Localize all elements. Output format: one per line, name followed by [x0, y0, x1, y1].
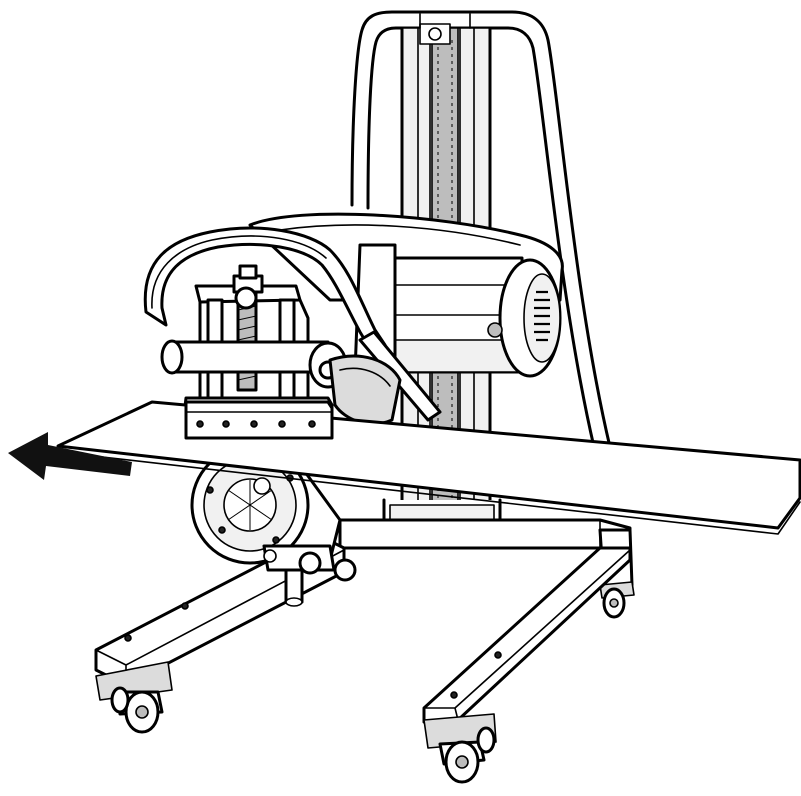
- arrow-left-icon: [8, 432, 132, 480]
- handle-bar: [143, 226, 442, 422]
- drive-wheel: [190, 445, 357, 607]
- motor-assembly: [248, 212, 564, 378]
- base-frame: [94, 518, 635, 784]
